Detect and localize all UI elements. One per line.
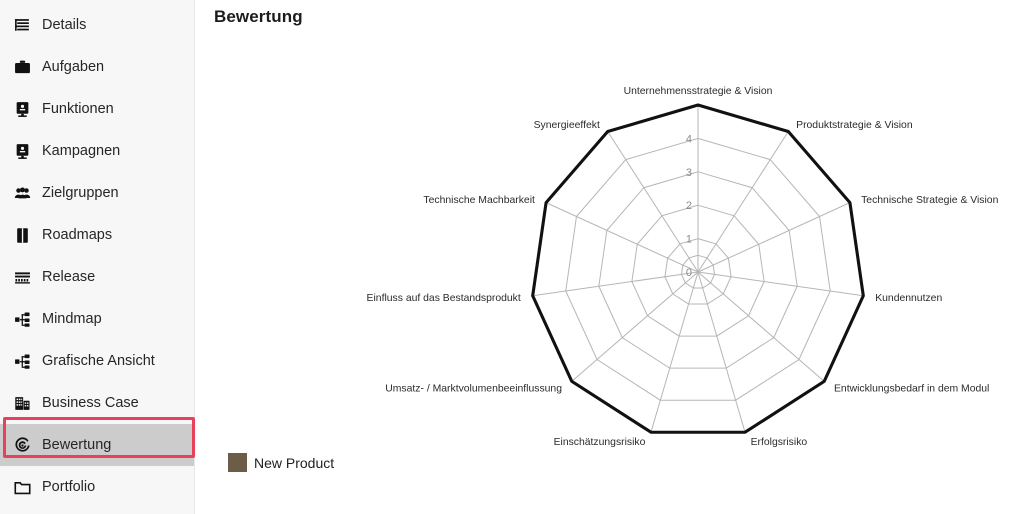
svg-text:Erfolgsrisiko: Erfolgsrisiko — [751, 437, 808, 448]
svg-text:Unternehmensstrategie & Vision: Unternehmensstrategie & Vision — [624, 86, 773, 97]
radar-series — [531, 103, 865, 434]
sidebar-item-label: Mindmap — [42, 310, 102, 327]
layers-lines-icon — [14, 269, 31, 286]
sidebar-item-aufgaben[interactable]: Aufgaben — [0, 46, 194, 88]
svg-text:Produktstrategie & Vision: Produktstrategie & Vision — [796, 120, 913, 131]
sidebar: Details Aufgaben Funktionen — [0, 0, 195, 514]
list-lines-icon — [14, 17, 31, 34]
svg-text:Einschätzungsrisiko: Einschätzungsrisiko — [554, 437, 646, 448]
sidebar-item-label: Funktionen — [42, 100, 114, 117]
sidebar-item-zielgruppen[interactable]: Zielgruppen — [0, 172, 194, 214]
svg-text:Entwicklungsbedarf in dem Modu: Entwicklungsbedarf in dem Modul — [834, 383, 989, 394]
sidebar-item-roadmaps[interactable]: Roadmaps — [0, 214, 194, 256]
sidebar-item-label: Business Case — [42, 394, 139, 411]
sidebar-item-funktionen[interactable]: Funktionen — [0, 88, 194, 130]
book-open-icon — [14, 227, 31, 244]
svg-text:Umsatz- / Marktvolumenbeeinflu: Umsatz- / Marktvolumenbeeinflussung — [385, 383, 562, 394]
radar-tick-labels: 0 1 2 3 4 — [686, 133, 692, 279]
radar-chart-svg: 0 1 2 3 4 Unternehmensstrategie & VisionProd… — [367, 86, 999, 448]
sidebar-item-mindmap[interactable]: Mindmap — [0, 298, 194, 340]
folder-icon — [14, 479, 31, 496]
chart-legend: New Product — [228, 453, 334, 472]
sidebar-item-label: Zielgruppen — [42, 184, 119, 201]
monitor-icon — [14, 101, 31, 118]
sidebar-item-label: Grafische Ansicht — [42, 352, 155, 369]
svg-text:Synergieeffekt: Synergieeffekt — [534, 120, 600, 131]
sidebar-item-bewertung[interactable]: Bewertung — [0, 424, 194, 466]
svg-text:2: 2 — [686, 200, 692, 212]
sidebar-item-label: Portfolio — [42, 478, 96, 495]
target-icon — [14, 436, 31, 454]
svg-text:Technische Strategie & Vision: Technische Strategie & Vision — [861, 195, 998, 206]
svg-text:1: 1 — [686, 234, 692, 246]
radar-axis-labels: Unternehmensstrategie & VisionProduktstr… — [367, 86, 999, 448]
svg-text:Einfluss auf das Bestandsprodu: Einfluss auf das Bestandsprodukt — [367, 293, 521, 304]
sidebar-item-kampagnen[interactable]: Kampagnen — [0, 130, 194, 172]
svg-text:Kundennutzen: Kundennutzen — [875, 293, 942, 304]
main-content: Bewertung 0 1 2 3 4 Unternehmensstrategie & … — [195, 0, 1024, 514]
svg-text:0: 0 — [686, 267, 692, 279]
svg-text:3: 3 — [686, 167, 692, 179]
sitemap-icon — [14, 311, 31, 328]
sidebar-item-details[interactable]: Details — [0, 4, 194, 46]
sidebar-item-label: Aufgaben — [42, 58, 105, 75]
legend-label: New Product — [254, 454, 335, 471]
sidebar-item-label: Details — [42, 16, 87, 33]
svg-text:Technische Machbarkeit: Technische Machbarkeit — [423, 195, 535, 206]
page-title: Bewertung — [214, 7, 303, 26]
sidebar-item-grafische-ansicht[interactable]: Grafische Ansicht — [0, 340, 194, 382]
briefcase-icon — [14, 59, 31, 76]
sidebar-item-label: Release — [42, 268, 96, 285]
svg-text:4: 4 — [686, 133, 692, 145]
sidebar-item-label: Bewertung — [42, 436, 112, 453]
monitor-icon — [14, 143, 31, 160]
sitemap-icon — [14, 353, 31, 370]
radar-spokes — [532, 105, 864, 433]
building-icon — [14, 395, 31, 412]
sidebar-item-portfolio[interactable]: Portfolio — [0, 466, 194, 508]
sidebar-item-label: Kampagnen — [42, 142, 121, 159]
radar-grid — [565, 137, 831, 401]
sidebar-item-release[interactable]: Release — [0, 256, 194, 298]
sidebar-item-business-case[interactable]: Business Case — [0, 382, 194, 424]
legend-swatch — [228, 453, 247, 472]
people-icon — [14, 185, 31, 202]
sidebar-item-label: Roadmaps — [42, 226, 113, 243]
